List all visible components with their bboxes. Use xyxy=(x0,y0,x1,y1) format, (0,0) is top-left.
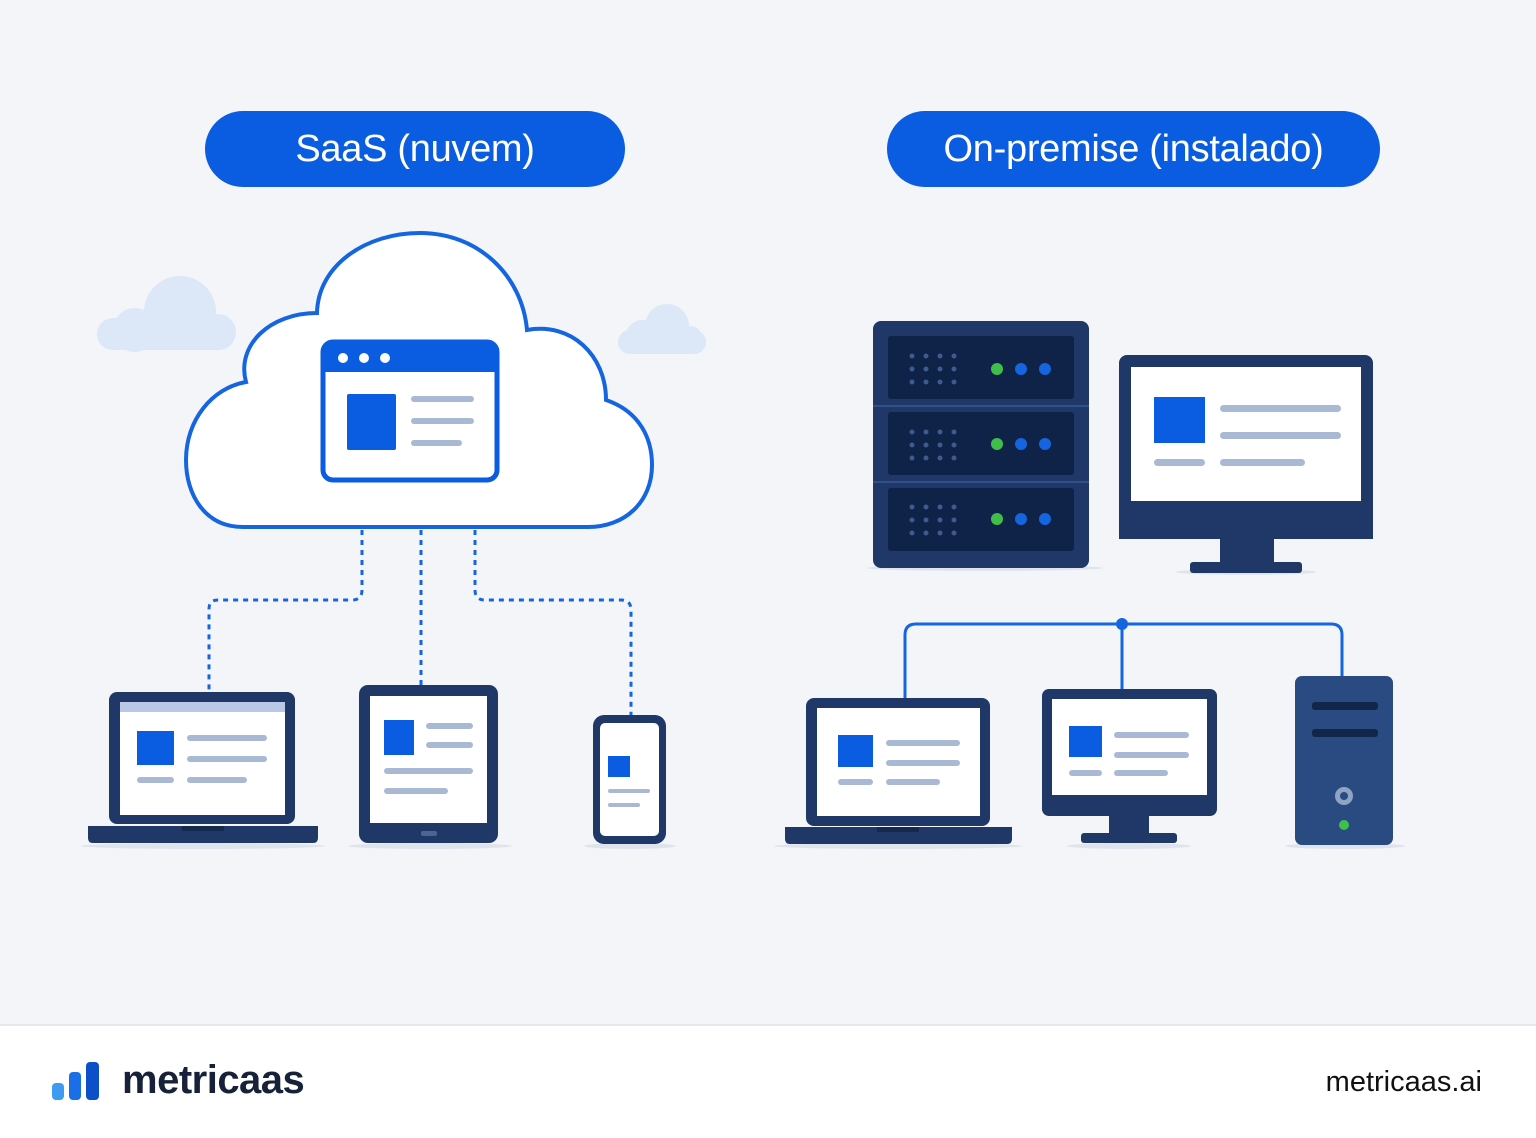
laptop-icon xyxy=(81,692,325,849)
network-lines xyxy=(903,622,1344,698)
background-cloud-icon xyxy=(618,304,706,354)
background-cloud-icon xyxy=(97,276,236,352)
tablet-icon xyxy=(348,685,512,849)
laptop-icon xyxy=(774,698,1022,849)
deployment-diagram xyxy=(81,230,1405,849)
app-window-icon xyxy=(320,339,500,483)
brand-url[interactable]: metricaas.ai xyxy=(1325,1066,1482,1098)
saas-header: SaaS (nuvem) xyxy=(205,111,625,187)
smartphone-icon xyxy=(584,715,676,849)
brand-name: metricaas xyxy=(122,1058,305,1102)
server-rack-icon xyxy=(867,321,1103,571)
footer: metricaas metricaas.ai xyxy=(0,1024,1536,1138)
network-hub-node xyxy=(1116,618,1128,630)
onprem-header: On-premise (instalado) xyxy=(887,111,1380,187)
monitor-icon xyxy=(1119,355,1373,575)
monitor-icon xyxy=(1042,689,1217,849)
desktop-tower-icon xyxy=(1285,676,1405,849)
cloud-connection-lines xyxy=(207,530,633,716)
bar-chart-logo-icon xyxy=(52,1062,99,1100)
